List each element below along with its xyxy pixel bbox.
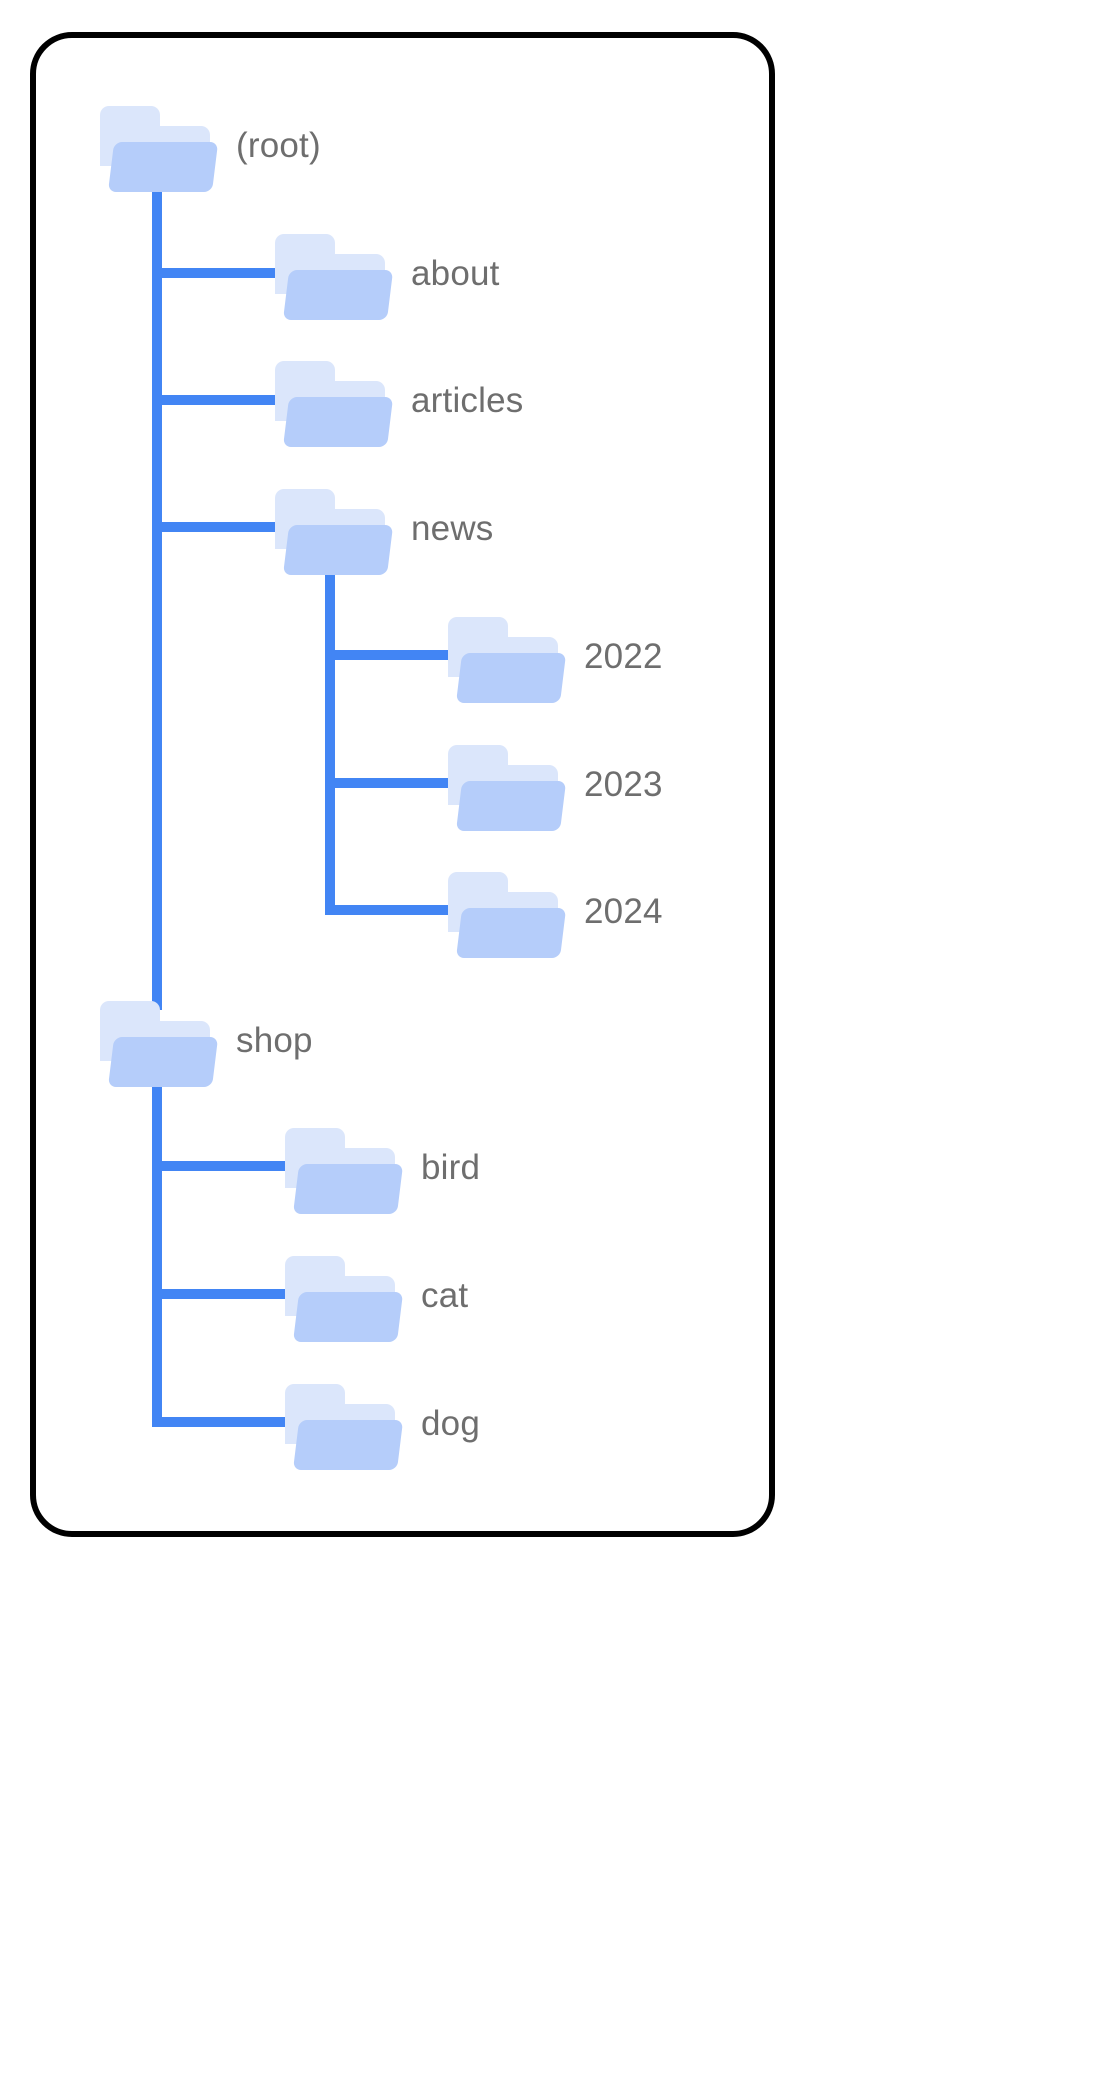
folder-icon: [275, 483, 394, 575]
tree-node-label: dog: [421, 1404, 480, 1443]
tree-node-shop-cat[interactable]: cat: [285, 1250, 468, 1342]
tree-node-label: news: [411, 509, 494, 548]
connector-news-to-2022: [325, 650, 465, 660]
connector-root-trunk: [152, 180, 162, 1010]
tree-node-label: 2022: [584, 637, 663, 676]
tree-node-label: (root): [236, 126, 321, 165]
folder-icon: [275, 228, 394, 320]
tree-node-about[interactable]: about: [275, 228, 500, 320]
tree-node-shop[interactable]: shop: [100, 995, 313, 1087]
folder-icon: [448, 866, 567, 958]
tree-node-news-2022[interactable]: 2022: [448, 611, 663, 703]
tree-node-shop-dog[interactable]: dog: [285, 1378, 480, 1470]
connector-news-trunk: [325, 560, 335, 915]
tree-node-news-2023[interactable]: 2023: [448, 739, 663, 831]
tree-node-root[interactable]: (root): [100, 100, 321, 192]
folder-icon: [448, 739, 567, 831]
tree-node-news[interactable]: news: [275, 483, 494, 575]
tree-node-label: shop: [236, 1021, 313, 1060]
connector-shop-to-cat: [152, 1289, 302, 1299]
folder-icon: [100, 100, 219, 192]
tree-node-shop-bird[interactable]: bird: [285, 1122, 480, 1214]
tree-node-label: about: [411, 254, 500, 293]
folder-icon: [448, 611, 567, 703]
connector-root-to-articles: [152, 395, 292, 405]
folder-icon: [275, 355, 394, 447]
connector-root-to-about: [152, 268, 292, 278]
tree-node-label: cat: [421, 1276, 469, 1315]
folder-icon: [285, 1378, 404, 1470]
connector-news-to-2023: [325, 778, 465, 788]
tree-node-label: bird: [421, 1148, 481, 1187]
tree-node-label: articles: [411, 381, 524, 420]
folder-icon: [285, 1122, 404, 1214]
tree-node-articles[interactable]: articles: [275, 355, 523, 447]
connector-news-to-2024: [325, 905, 465, 915]
connector-shop-to-bird: [152, 1161, 302, 1171]
tree-node-label: 2024: [584, 892, 663, 931]
folder-icon: [100, 995, 219, 1087]
connector-shop-to-dog: [152, 1417, 302, 1427]
tree-node-label: 2023: [584, 765, 663, 804]
connector-shop-trunk: [152, 1075, 162, 1420]
connector-root-to-news: [152, 522, 292, 532]
folder-icon: [285, 1250, 404, 1342]
tree-node-news-2024[interactable]: 2024: [448, 866, 663, 958]
